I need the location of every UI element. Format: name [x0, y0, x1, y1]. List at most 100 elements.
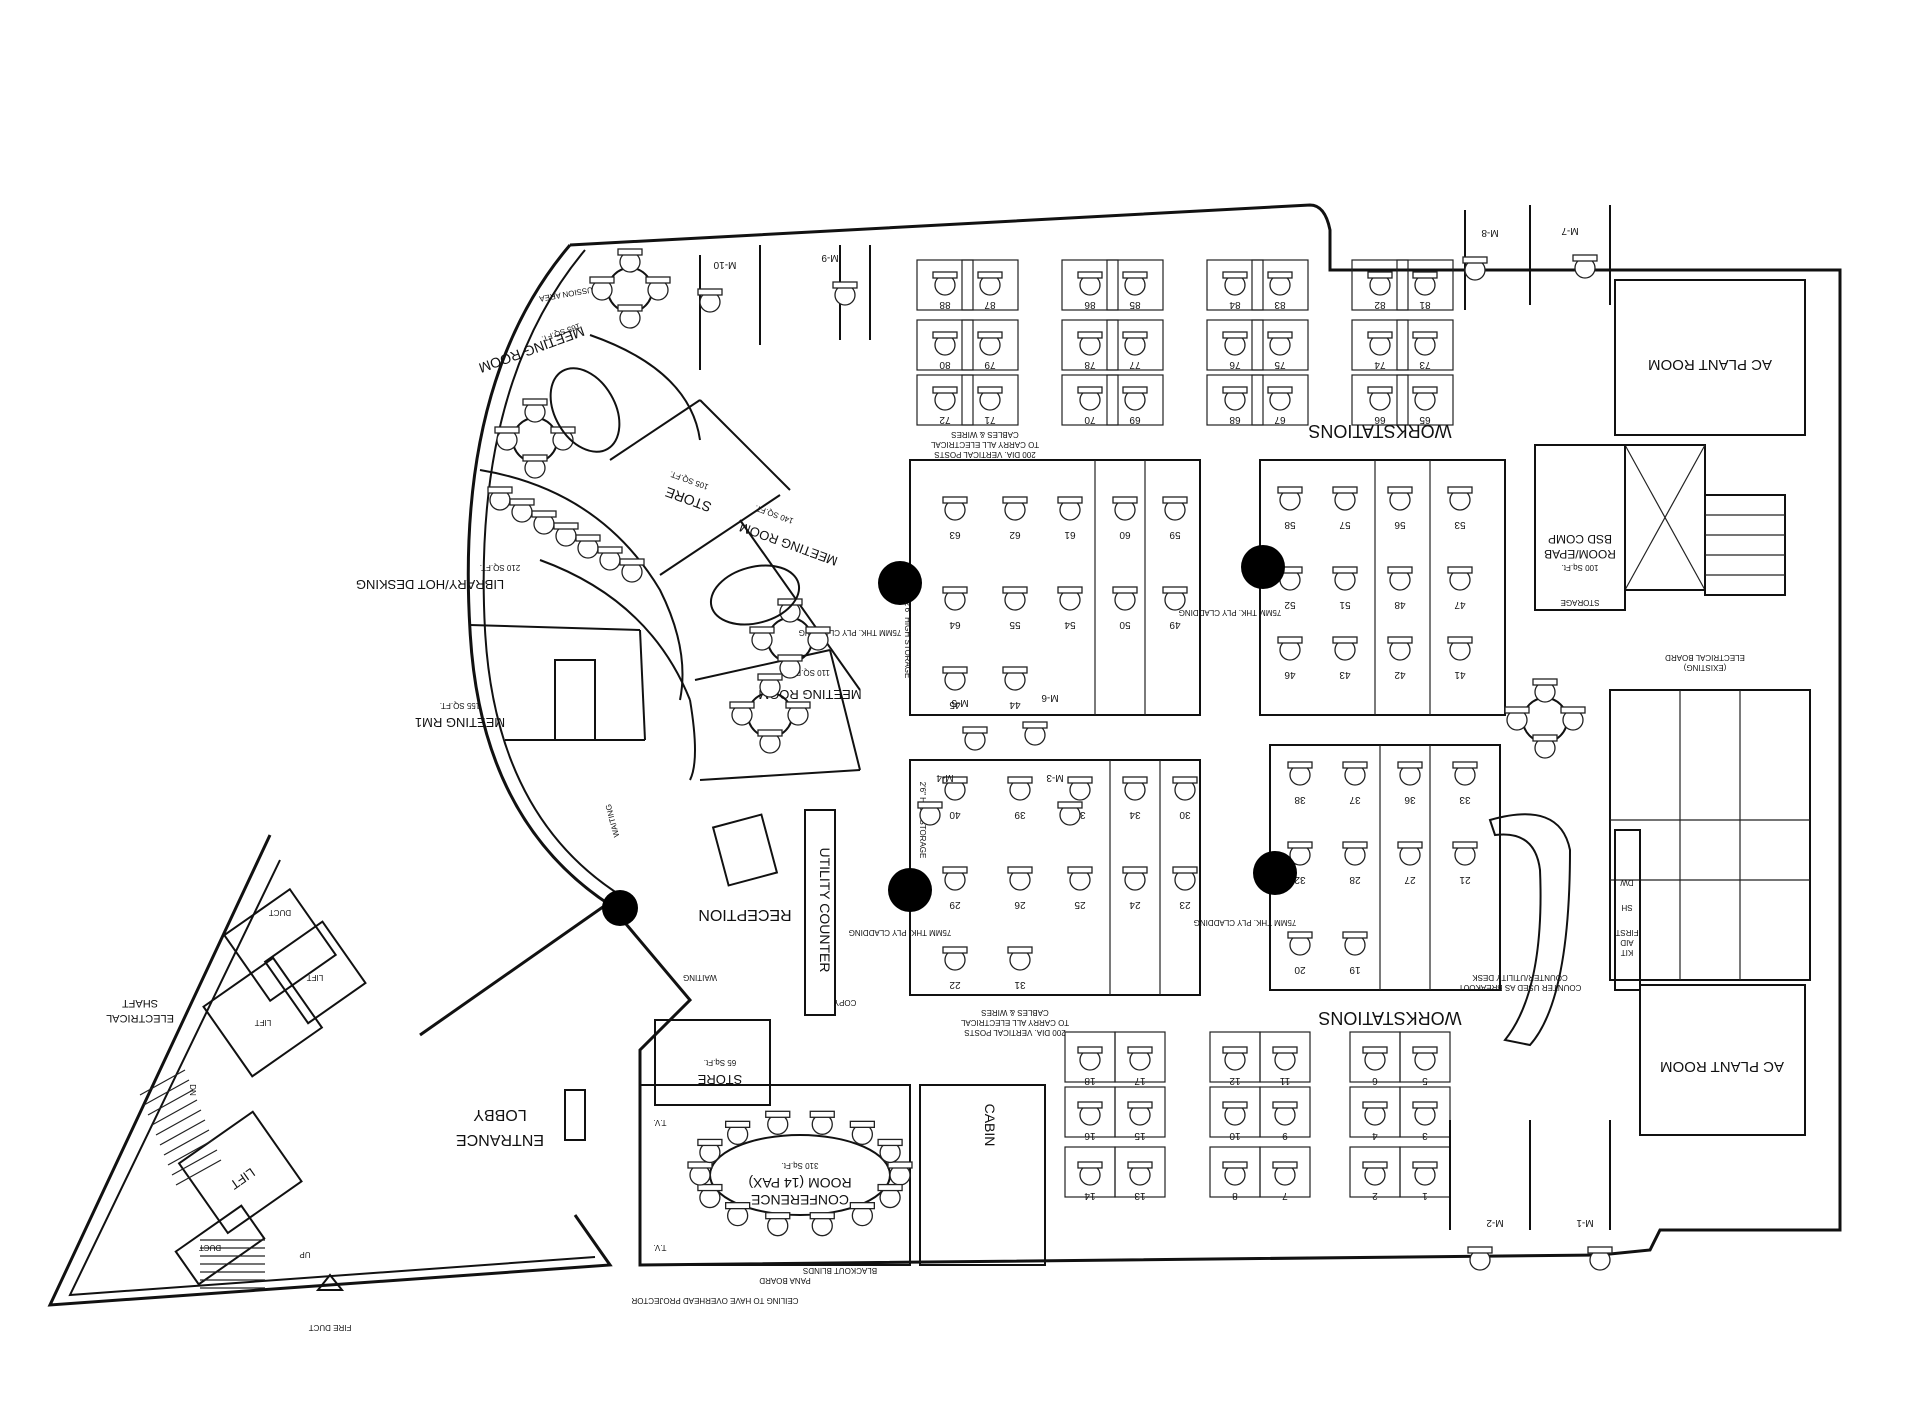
desk-number: 47 — [1454, 599, 1466, 610]
desk-number: 37 — [1349, 794, 1361, 805]
chair-back — [697, 288, 723, 296]
desk-number: 26 — [1014, 899, 1026, 910]
desk-number: 32 — [1294, 874, 1306, 885]
chair-back — [1162, 586, 1188, 594]
chair-back — [1222, 331, 1248, 339]
desk-number: 86 — [1084, 299, 1096, 310]
ply-cladding-label-4: 75MM THK. PLY CLADDING — [1194, 918, 1297, 927]
desk-number: 71 — [984, 414, 996, 425]
chair-back — [487, 486, 513, 494]
chair-back — [1397, 841, 1423, 849]
desk — [1259, 1146, 1311, 1198]
ac-plant-room-bottom-label: AC PLANT ROOM — [1660, 1058, 1784, 1075]
chair-back — [1367, 386, 1393, 394]
desk-number: 55 — [1009, 619, 1021, 630]
desk-number: 13 — [1134, 1190, 1146, 1201]
desk-number: 30 — [1179, 809, 1191, 820]
chair-back — [1057, 801, 1083, 809]
manager-cabin-label: M-6 — [1041, 692, 1059, 703]
chair-back — [1272, 1046, 1298, 1054]
meeting-rm1-label: MEETING RM1 — [415, 715, 505, 730]
meeting-room-mid-label: MEETING ROOM — [737, 520, 839, 569]
desk — [1251, 319, 1309, 371]
chair-back — [1587, 1246, 1613, 1254]
desk-number: 46 — [1284, 669, 1296, 680]
desk-number: 25 — [1074, 899, 1086, 910]
desk-number: 41 — [1454, 669, 1466, 680]
electrical-board-label: ELECTRICAL BOARD — [1665, 653, 1745, 662]
chair-back — [942, 586, 968, 594]
chair-back — [1077, 1161, 1103, 1169]
desk — [1351, 374, 1409, 426]
chair-back — [1277, 486, 1303, 494]
conference-label: CONFERENCE — [751, 1192, 849, 1208]
desk-number: 49 — [1169, 619, 1181, 630]
chair-back — [1077, 331, 1103, 339]
chair-back — [1067, 866, 1093, 874]
desk-number: 83 — [1274, 299, 1286, 310]
chair-back — [617, 248, 643, 256]
desk-number: 67 — [1274, 414, 1286, 425]
chair-back — [1412, 1101, 1438, 1109]
chair-back — [765, 1110, 791, 1118]
ply-cladding-label-2: 75MM THK. PLY CLADDING — [1179, 608, 1282, 617]
desk-number: 75 — [1274, 359, 1286, 370]
bsd-comp-label: BSD COMP — [1548, 532, 1612, 546]
desk-number: 80 — [939, 359, 951, 370]
desk — [916, 374, 974, 426]
desk — [1061, 319, 1119, 371]
desk-number: 3 — [1422, 1130, 1428, 1141]
first-aid-label-2: AID — [1620, 938, 1634, 947]
desk — [1351, 259, 1409, 311]
waiting-label-1: WAITING — [604, 803, 621, 838]
desk-number: 72 — [939, 414, 951, 425]
chair-back — [1267, 331, 1293, 339]
workstations-bottom-label: WORKSTATIONS — [1318, 1008, 1461, 1028]
chair-back — [977, 386, 1003, 394]
chair-back — [932, 386, 958, 394]
desk — [1251, 374, 1309, 426]
workstation-labels: WORKSTATIONS WORKSTATIONS 75MM THK. PLY … — [799, 421, 1462, 1037]
desk-number: 16 — [1084, 1130, 1096, 1141]
desk — [1114, 1031, 1166, 1083]
chair-back — [617, 304, 643, 312]
manager-cabin-label: M-1 — [1576, 1217, 1594, 1228]
service-labels: AC PLANT ROOM AC PLANT ROOM BSD COMP ROO… — [1459, 356, 1784, 1075]
chair-back — [1560, 706, 1586, 714]
chair-back — [1222, 1046, 1248, 1054]
breakout-counter — [1488, 813, 1572, 1047]
chair-back — [1077, 271, 1103, 279]
desk-number: 21 — [1459, 874, 1471, 885]
library-seats — [487, 486, 645, 583]
chair-back — [1332, 636, 1358, 644]
desk-number: 65 — [1419, 414, 1431, 425]
dn-label: DN — [188, 1084, 197, 1096]
chair-back — [1222, 1161, 1248, 1169]
desk-number: 48 — [1394, 599, 1406, 610]
west-wing — [469, 245, 861, 781]
chair-back — [1412, 331, 1438, 339]
meeting-room-mid-area: 140 SQ.FT. — [754, 503, 795, 525]
fire-duct-triangle — [315, 1273, 345, 1291]
desk-number: 19 — [1349, 964, 1361, 975]
outer-walls — [47, 203, 1842, 1307]
desk — [1206, 259, 1264, 311]
chair-back — [932, 271, 958, 279]
sh-label: SH — [1621, 903, 1632, 912]
chair-back — [1112, 496, 1138, 504]
desk-number: 88 — [939, 299, 951, 310]
tv-label-2: T.V. — [653, 1243, 666, 1252]
library-label: LIBRARY/HOT DESKING — [356, 577, 504, 592]
chair-back — [1222, 1101, 1248, 1109]
desk-number: 50 — [1119, 619, 1131, 630]
conference-chairs — [687, 1110, 913, 1237]
chair-back — [1462, 256, 1488, 264]
chair-back — [589, 276, 615, 284]
round-tables — [494, 248, 1586, 759]
chair-back — [809, 1110, 835, 1118]
manager-cabin-label: M-5 — [951, 697, 969, 708]
blackout-blinds-label: BLACKOUT BLINDS — [803, 1266, 877, 1275]
chair-back — [509, 498, 535, 506]
chair-back — [1362, 1046, 1388, 1054]
